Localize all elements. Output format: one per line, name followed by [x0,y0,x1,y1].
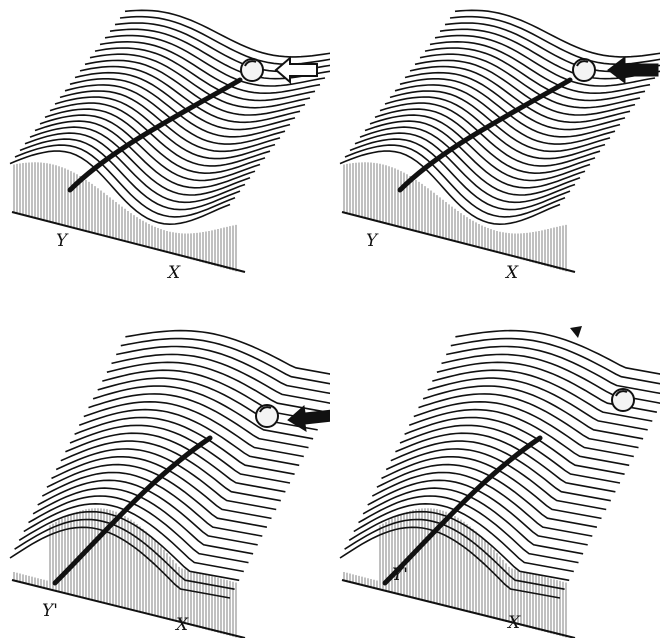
label-x: X [174,615,189,635]
ground-line [342,580,575,638]
label-y: Y [56,231,69,251]
ball-marker [612,389,634,411]
landscape-surface [340,331,660,638]
landscape-surface [340,10,660,272]
ball-marker [241,59,263,81]
ground-line [12,212,245,272]
label-x: X [504,263,519,283]
label-y: Y' [392,565,408,585]
contour-line [29,496,249,563]
contour-line [359,496,579,563]
ball-marker [256,405,278,427]
label-x: X [166,263,181,283]
ball-marker [573,59,595,81]
panel-top-left: Y X [0,0,330,300]
panel-bottom-left: Y' X [0,318,330,638]
label-x: X [506,613,521,633]
label-y: Y [366,231,379,251]
panel-bottom-right: Y' X [330,318,660,638]
panel-top-right: Y X [330,0,660,300]
label-y: Y' [42,601,58,621]
landscape-surface [10,331,330,638]
ink-speck [570,326,582,338]
contour-line [400,425,620,483]
contour-line [70,425,290,483]
